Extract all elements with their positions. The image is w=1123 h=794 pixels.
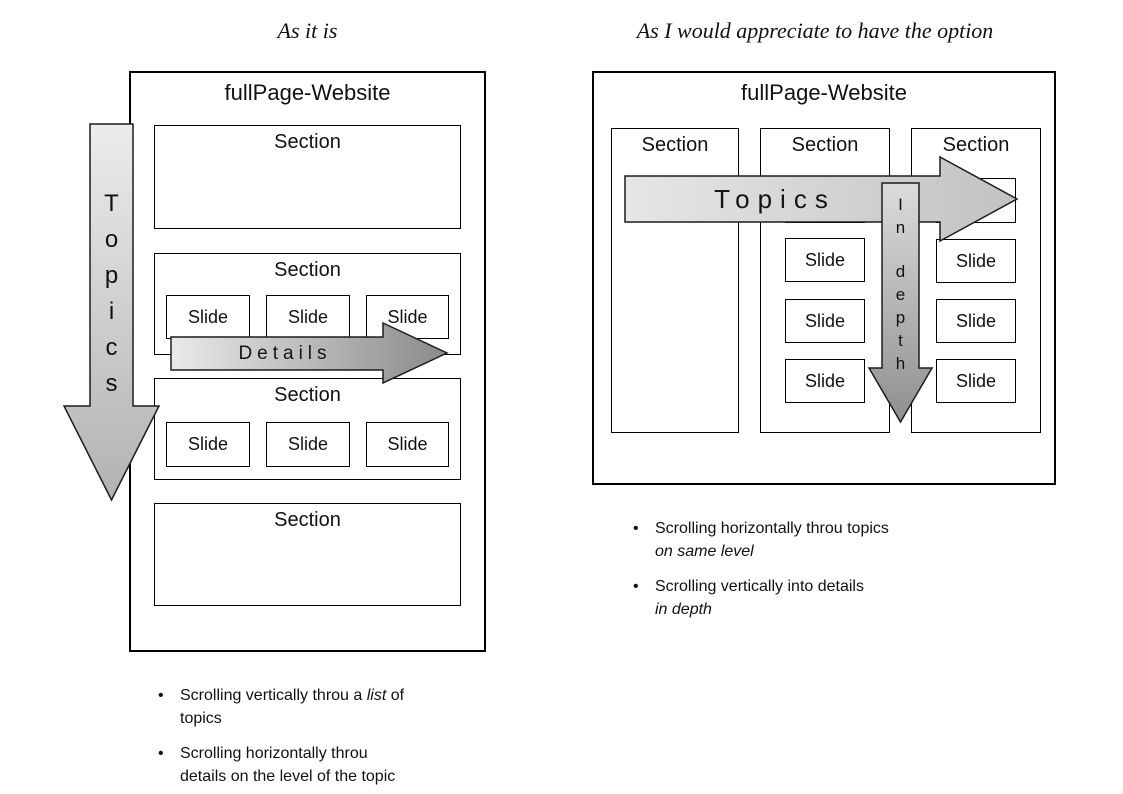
right-col2-slide-2: Slide xyxy=(785,238,865,282)
section-label: Section xyxy=(274,131,341,153)
right-fullpage-label: fullPage-Website xyxy=(741,80,907,105)
bullet-text: Scrolling vertically throu a list of topi… xyxy=(180,684,404,730)
topics-down-arrow xyxy=(62,123,161,502)
bullet-icon: • xyxy=(158,687,164,704)
right-panel-title: As I would appreciate to have the option xyxy=(636,18,994,43)
topics-letter: i xyxy=(108,298,115,325)
bullet-line: topics xyxy=(180,710,222,727)
topics-letter: p xyxy=(104,262,119,289)
bullet-line-italic: on same level xyxy=(655,543,754,560)
left-section-1: Section xyxy=(154,125,461,229)
left-fullpage-label: fullPage-Website xyxy=(224,80,391,105)
slide-label: Slide xyxy=(387,306,428,327)
left-panel-title: As it is xyxy=(277,18,338,43)
section-label: Section xyxy=(274,384,341,406)
right-bullet-list: • Scrolling horizontally throu topics on … xyxy=(627,517,967,621)
bullet-line: Scrolling horizontally throu xyxy=(180,745,368,762)
list-item: • Scrolling horizontally throu details on… xyxy=(152,742,482,788)
indepth-letter: h xyxy=(895,354,906,373)
right-col3-slide-4: Slide xyxy=(936,359,1016,403)
slide-label: Slide xyxy=(187,306,229,327)
left-section-3-slide-3: Slide xyxy=(366,422,449,467)
indepth-letter: d xyxy=(895,262,906,281)
section-label: Section xyxy=(274,259,341,281)
bullet-line: Scrolling horizontally throu topics xyxy=(655,520,889,537)
bullet-line: Scrolling vertically into details xyxy=(655,578,864,595)
slide-label: Slide xyxy=(187,434,229,454)
bullet-text: Scrolling horizontally throu topics on sa… xyxy=(655,517,889,563)
in-depth-arrow-label: I n d e p t h xyxy=(882,193,919,375)
right-col3-slide-2: Slide xyxy=(936,239,1016,283)
details-arrow-label: Details xyxy=(238,343,332,364)
bullet-line: details on the level of the topic xyxy=(180,768,396,785)
right-col2-slide-4: Slide xyxy=(785,359,865,403)
bullet-line: of xyxy=(386,687,405,704)
bullet-icon: • xyxy=(158,745,164,762)
bullet-line-italic: in depth xyxy=(655,601,712,618)
slide-label: Slide xyxy=(955,310,997,331)
slide-label: Slide xyxy=(804,370,846,391)
in-depth-down-arrow xyxy=(867,182,934,424)
topics-right-arrow-label: Topics xyxy=(714,184,836,214)
topics-letter: T xyxy=(104,190,119,217)
bullet-icon: • xyxy=(633,520,639,537)
topics-letter: c xyxy=(105,334,118,361)
left-section-2-slide-3: Slide xyxy=(366,295,449,339)
slide-label: Slide xyxy=(955,370,997,391)
list-item: • Scrolling horizontally throu topics on … xyxy=(627,517,967,563)
right-col3-slide-3: Slide xyxy=(936,299,1016,343)
left-bullet-list: • Scrolling vertically throu a list of to… xyxy=(152,684,482,788)
indepth-letter: t xyxy=(898,331,903,350)
indepth-letter: p xyxy=(895,308,906,327)
left-section-4: Section xyxy=(154,503,461,606)
left-section-3-slide-2: Slide xyxy=(266,422,350,467)
bullet-icon: • xyxy=(633,578,639,595)
section-label: Section xyxy=(641,134,709,156)
section-label: Section xyxy=(274,509,341,531)
bullet-text: Scrolling vertically into details in dept… xyxy=(655,575,864,621)
indepth-letter: e xyxy=(895,285,906,304)
bullet-line-italic: list xyxy=(366,687,387,704)
topics-down-arrow-label: T o p i c s xyxy=(90,186,133,402)
left-section-2-slide-1: Slide xyxy=(166,295,250,339)
topics-letter: o xyxy=(104,226,119,253)
list-item: • Scrolling vertically into details in de… xyxy=(627,575,967,621)
left-section-2-slide-2: Slide xyxy=(266,295,350,339)
indepth-letter: I xyxy=(898,195,903,214)
right-col2-slide-3: Slide xyxy=(785,299,865,343)
slide-label: Slide xyxy=(287,306,329,327)
slide-label: Slide xyxy=(804,310,846,331)
section-label: Section xyxy=(942,134,1010,156)
details-right-arrow xyxy=(170,321,449,385)
bullet-text: Scrolling horizontally throu details on t… xyxy=(180,742,395,788)
slide-label: Slide xyxy=(955,250,997,271)
indepth-letter: n xyxy=(895,218,906,237)
slide-label: Slide xyxy=(387,434,428,454)
slide-label: Slide xyxy=(804,249,846,270)
bullet-line: Scrolling vertically throu a xyxy=(180,687,367,704)
section-label: Section xyxy=(791,134,859,156)
left-section-3-slide-1: Slide xyxy=(166,422,250,467)
topics-letter: s xyxy=(105,370,118,397)
list-item: • Scrolling vertically throu a list of to… xyxy=(152,684,482,730)
slide-label: Slide xyxy=(287,434,329,454)
